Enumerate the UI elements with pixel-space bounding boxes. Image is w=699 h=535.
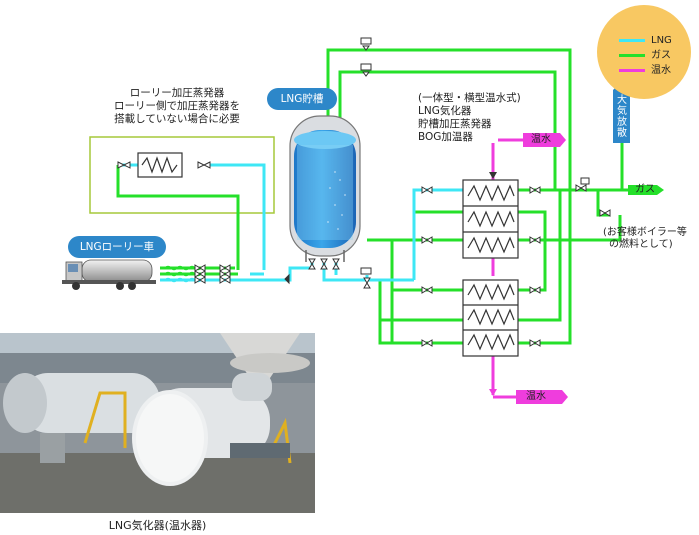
- tank-label: LNG貯槽: [267, 88, 337, 110]
- vent-label: 大気放散: [617, 95, 627, 139]
- legend-swatch-gas: [619, 53, 645, 57]
- equipment-bog-heater: BOG加温器: [418, 131, 473, 143]
- lng-lorry-truck: [62, 259, 156, 290]
- legend-swatch-lng: [619, 38, 645, 42]
- lorry-heat-exchanger: [137, 152, 183, 178]
- legend: LNG ガス 温水: [597, 5, 691, 99]
- legend-label-lng: LNG: [651, 35, 672, 46]
- legend-item-hot-water: 温水: [619, 65, 671, 77]
- vaporizer-unit-top: [462, 179, 519, 259]
- customer-note: (お客様ボイラー等 の燃料として): [603, 227, 687, 251]
- gas-out-label: ガス: [635, 184, 655, 195]
- flow-arrow-in: [489, 172, 497, 179]
- lorry-note-line2: ローリー側で加圧蒸発器を: [114, 100, 240, 112]
- vent-stack: [613, 90, 630, 143]
- equipment-list: (一体型・横型温水式) LNG気化器 貯槽加圧蒸発器 BOG加温器: [418, 92, 521, 144]
- lorry-label: LNGローリー車: [68, 236, 166, 258]
- vaporizer-photo: [0, 333, 315, 513]
- equipment-vaporizer: LNG気化器: [418, 105, 472, 117]
- legend-swatch-hot-water: [619, 68, 645, 72]
- equipment-tank-evaporator: 貯槽加圧蒸発器: [418, 118, 492, 130]
- vaporizer-photo-illustration: [0, 333, 315, 513]
- gas-outlet-arrow: [628, 185, 664, 195]
- equipment-type: (一体型・横型温水式): [418, 92, 521, 104]
- hot-water-in-label: 温水: [531, 134, 551, 145]
- lorry-evaporator-frame: [89, 136, 275, 214]
- legend-label-gas: ガス: [651, 50, 671, 61]
- regulators: [284, 37, 590, 285]
- customer-note-line1: (お客様ボイラー等: [603, 227, 687, 238]
- legend-label-hot-water: 温水: [651, 65, 671, 76]
- lorry-note-line1: ローリー加圧蒸発器: [129, 87, 225, 99]
- customer-note-line2: の燃料として): [609, 239, 673, 250]
- hot-water-in-tag: [523, 133, 566, 147]
- lng-storage-tank: [289, 115, 361, 262]
- flow-arrow-out: [489, 389, 497, 396]
- legend-item-lng: LNG: [619, 35, 672, 47]
- valves: [117, 161, 611, 347]
- vaporizer-unit-bottom: [462, 279, 519, 357]
- hot-water-out-label: 温水: [526, 391, 546, 402]
- legend-item-gas: ガス: [619, 50, 671, 62]
- hot-water-out-tag: [516, 390, 568, 404]
- photo-caption: LNG気化器(温水器): [108, 519, 207, 532]
- lorry-note-line3: 搭載していない場合に必要: [114, 113, 240, 125]
- lorry-note: ローリー加圧蒸発器 ローリー側で加圧蒸発器を 搭載していない場合に必要: [97, 87, 257, 126]
